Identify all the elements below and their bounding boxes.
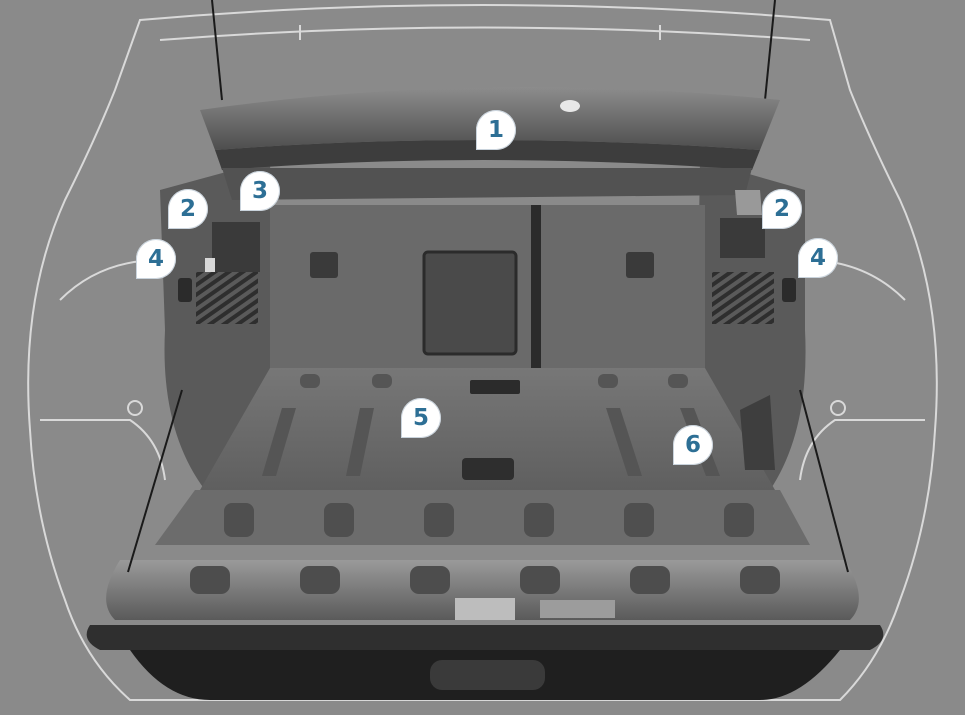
rear-seat-backs <box>270 205 705 370</box>
callout-bubble <box>240 171 280 211</box>
callout-bubble <box>476 110 516 150</box>
callout-2-right: 2 <box>762 189 802 229</box>
callout-label: 4 <box>147 246 164 272</box>
callout-5: 5 <box>401 398 441 438</box>
callout-4-right: 4 <box>798 238 838 278</box>
callout-label: 2 <box>179 196 196 222</box>
callout-bubble <box>401 398 441 438</box>
callout-label: 1 <box>487 117 504 143</box>
callout-label: 4 <box>809 245 826 271</box>
callout-bubble <box>762 189 802 229</box>
support-strings <box>127 0 849 573</box>
side-trim <box>178 190 796 302</box>
bumper-sill <box>155 490 810 545</box>
callout-label: 3 <box>251 178 268 204</box>
tailgate-panel <box>86 560 884 700</box>
boot-floor <box>200 368 775 490</box>
callout-label: 2 <box>773 196 790 222</box>
callout-bubble <box>168 189 208 229</box>
callout-label: 5 <box>412 405 429 431</box>
callout-4-left: 4 <box>136 239 176 279</box>
callout-6: 6 <box>673 425 713 465</box>
callout-bubble <box>673 425 713 465</box>
callout-1: 1 <box>476 110 516 150</box>
callout-2-left: 2 <box>168 189 208 229</box>
callout-3: 3 <box>240 171 280 211</box>
callout-bubble <box>136 239 176 279</box>
callout-label: 6 <box>684 432 701 458</box>
callout-bubble <box>798 238 838 278</box>
